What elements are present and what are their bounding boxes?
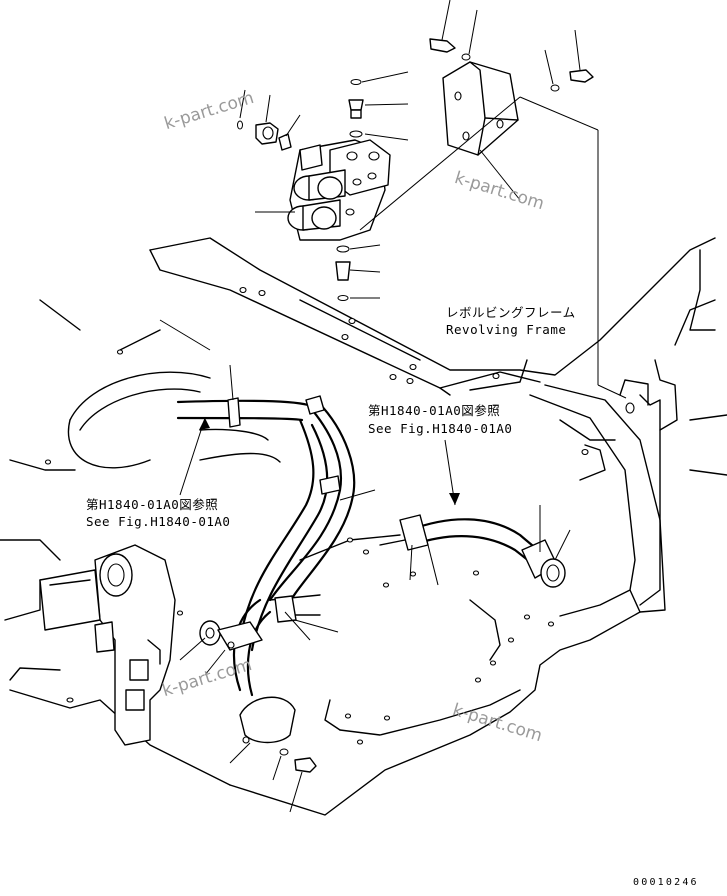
frame-holes [239,286,635,456]
left-bracket [39,544,221,746]
revolving-frame-label-en: Revolving Frame [446,322,567,337]
solenoid-valve-assembly [287,139,391,241]
hoses [67,371,566,697]
mounting-bracket [429,38,594,156]
reference-arrows [199,418,460,505]
floor-plate [0,299,641,816]
revolving-frame-label-jp: レボルビングフレーム [446,305,576,320]
figure-reference-left-jp: 第H1840-01A0図参照 [86,497,219,512]
document-number: 00010246 [633,877,699,888]
figure-reference-left-en: See Fig.H1840-01A0 [86,514,231,529]
floor-holes [44,349,555,745]
leader-lines [159,0,627,813]
revolving-frame [149,237,727,617]
figure-reference-right-en: See Fig.H1840-01A0 [368,421,513,436]
figure-reference-right-jp: 第H1840-01A0図参照 [368,403,501,418]
hose-clamps [217,397,341,773]
valve-fittings [237,79,364,301]
